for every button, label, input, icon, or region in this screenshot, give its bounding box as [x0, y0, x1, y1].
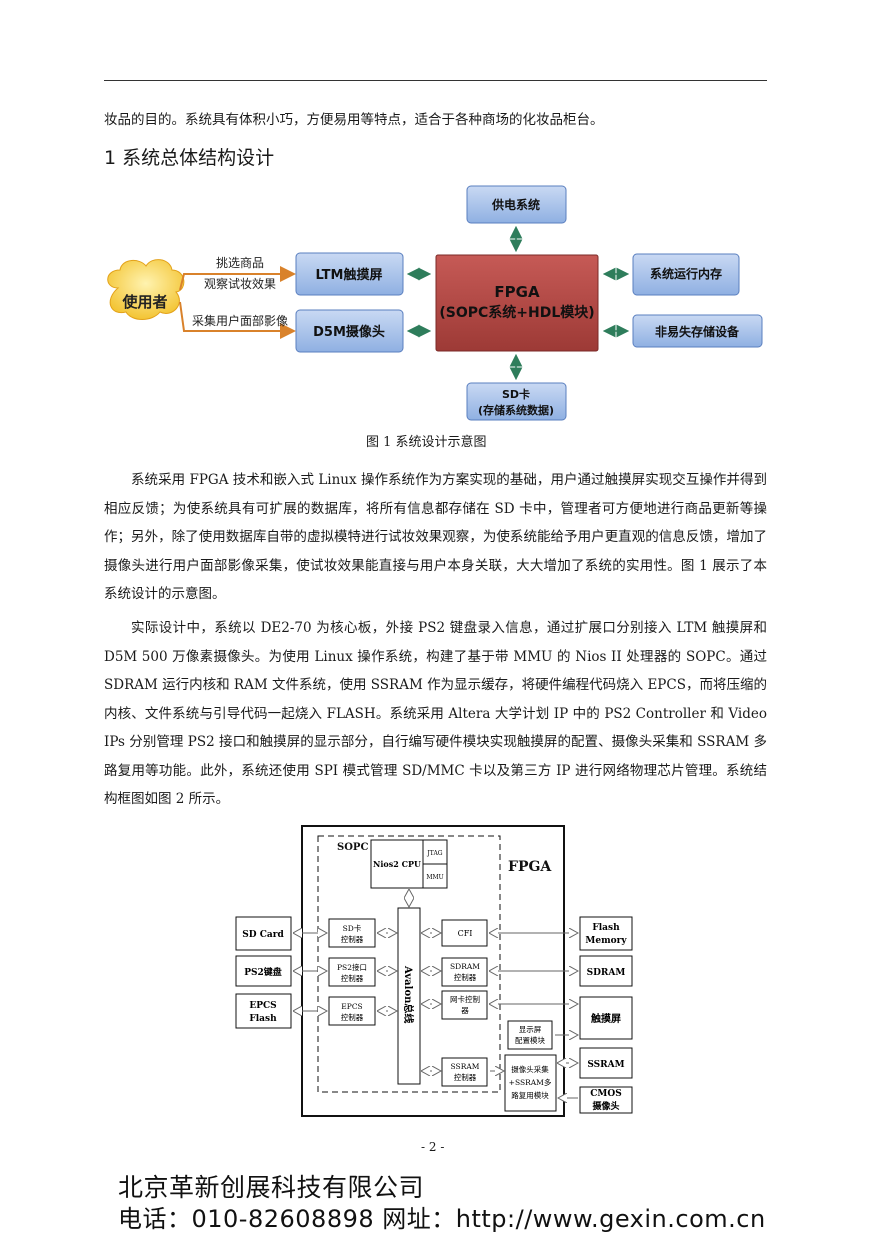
footer-company: 北京革新创展科技有限公司: [118, 1173, 425, 1202]
arrow-label-pick: 挑选商品: [216, 255, 264, 270]
arrow-label-observe: 观察试妆效果: [204, 276, 276, 291]
d5m-box-label: D5M摄像头: [313, 324, 385, 340]
fpga-box-label-1: FPGA: [494, 283, 540, 301]
arrow-label-capture: 采集用户面部影像: [192, 313, 288, 328]
user-label: 使用者: [121, 293, 167, 311]
ltm-box-label: LTM触摸屏: [316, 267, 383, 283]
footer-contact: 电话：010-82608898 网址：http://www.gexin.com.…: [118, 1205, 766, 1233]
page-number: - 2 -: [421, 1140, 445, 1154]
paragraph-2: 实际设计中，系统以 DE2-70 为核心板，外接 PS2 键盘录入信息，通过扩展…: [104, 620, 767, 807]
mem-box-label: 系统运行内存: [650, 266, 722, 281]
paragraph-1: 系统采用 FPGA 技术和嵌入式 Linux 操作系统作为方案实现的基础，用户通…: [104, 472, 767, 602]
intro-line: 妆品的目的。系统具有体积小巧，方便易用等特点，适合于各种商场的化妆品柜台。: [104, 112, 604, 128]
header-rule: [104, 80, 767, 81]
fpga-box-label-2: (SOPC系统+HDL模块): [439, 304, 594, 321]
power-box-label: 供电系统: [491, 197, 540, 212]
figure-1-caption: 图 1 系统设计示意图: [366, 435, 487, 450]
user-cloud: 使用者: [107, 259, 185, 320]
sd-box-label-1: SD卡: [502, 387, 530, 401]
sd-box-label-2: (存储系统数据): [478, 403, 554, 417]
nvm-box-label: 非易失存储设备: [655, 324, 740, 339]
section-title: 1 系统总体结构设计: [104, 147, 275, 169]
